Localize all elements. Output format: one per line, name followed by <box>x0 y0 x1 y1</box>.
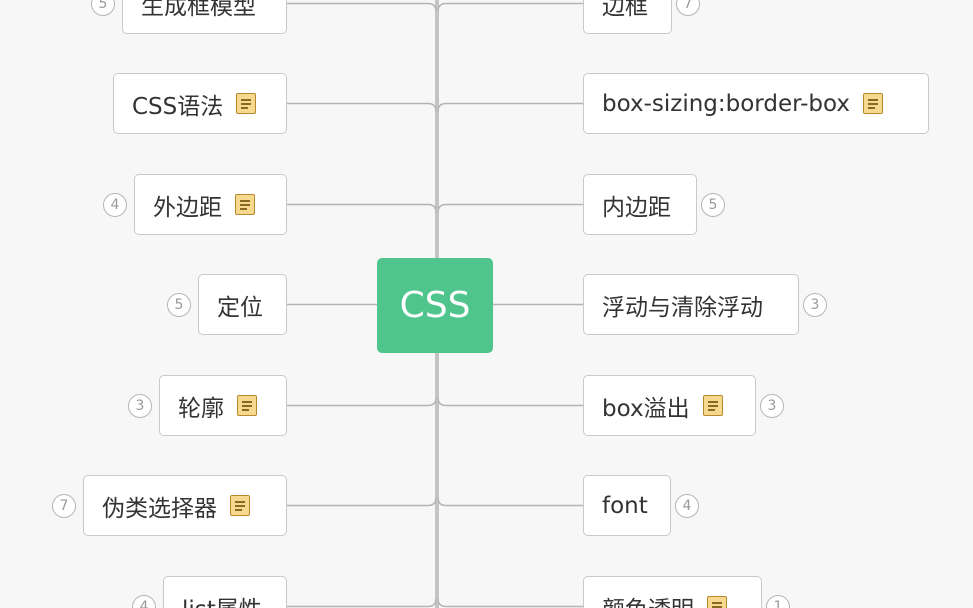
connector-line <box>287 598 437 608</box>
topic-label: 伪类选择器 <box>102 495 217 522</box>
left-topic-2[interactable]: 外边距 <box>134 174 287 235</box>
central-topic-label: CSS <box>399 285 471 326</box>
right-topic-1[interactable]: box-sizing:border-box <box>583 73 929 134</box>
connector-line <box>287 397 437 407</box>
connector-line <box>437 598 583 608</box>
right-topic-4[interactable]: box溢出 <box>583 375 756 436</box>
note-icon[interactable] <box>862 93 883 114</box>
connector-line <box>287 497 437 507</box>
topic-label: box溢出 <box>602 395 690 422</box>
connector-line <box>437 397 583 407</box>
topic-label: box-sizing:border-box <box>602 90 850 117</box>
collapse-count-badge[interactable]: 3 <box>128 393 152 418</box>
connector-line <box>287 203 437 213</box>
note-icon[interactable] <box>707 596 727 608</box>
collapse-count-badge[interactable]: 5 <box>701 192 725 217</box>
left-topic-0[interactable]: 生成框模型 <box>122 0 287 34</box>
collapse-count-badge[interactable]: 3 <box>760 393 784 418</box>
topic-label: 生成框模型 <box>141 0 256 20</box>
central-topic[interactable]: CSS <box>377 258 493 353</box>
topic-label: 轮廓 <box>178 395 224 422</box>
connector-line <box>287 2 437 12</box>
topic-label: 内边距 <box>602 194 671 221</box>
connector-line <box>437 102 583 112</box>
connector-line <box>437 203 583 213</box>
note-icon[interactable] <box>236 93 257 114</box>
left-topic-6[interactable]: list属性 <box>163 576 287 608</box>
collapse-count-badge[interactable]: 3 <box>803 292 827 317</box>
collapse-count-badge[interactable]: 7 <box>52 493 76 518</box>
topic-label: CSS语法 <box>132 93 224 120</box>
left-topic-1[interactable]: CSS语法 <box>113 73 287 134</box>
left-topic-3[interactable]: 定位 <box>198 274 287 335</box>
note-icon[interactable] <box>235 194 255 215</box>
connector-line <box>287 102 437 112</box>
right-topic-6[interactable]: 颜色透明 <box>583 576 762 608</box>
topic-label: 颜色透明 <box>602 590 694 608</box>
left-topic-4[interactable]: 轮廓 <box>159 375 287 436</box>
right-topic-5[interactable]: font <box>583 475 671 536</box>
note-icon[interactable] <box>230 495 250 516</box>
connector-line <box>437 2 583 12</box>
topic-label: 外边距 <box>153 194 222 221</box>
topic-label: 定位 <box>217 294 263 321</box>
right-topic-2[interactable]: 内边距 <box>583 174 697 235</box>
topic-label: list属性 <box>182 590 262 608</box>
collapse-count-badge[interactable]: 4 <box>675 493 699 518</box>
topic-label: 边框 <box>602 0 648 20</box>
right-topic-3[interactable]: 浮动与清除浮动 <box>583 274 799 335</box>
right-topic-0[interactable]: 边框 <box>583 0 672 34</box>
note-icon[interactable] <box>237 395 257 416</box>
topic-label: 浮动与清除浮动 <box>602 294 763 321</box>
left-topic-5[interactable]: 伪类选择器 <box>83 475 287 536</box>
collapse-count-badge[interactable]: 4 <box>103 192 127 217</box>
note-icon[interactable] <box>702 395 723 416</box>
topic-label: font <box>602 492 648 519</box>
connector-line <box>437 497 583 507</box>
collapse-count-badge[interactable]: 5 <box>167 292 191 317</box>
